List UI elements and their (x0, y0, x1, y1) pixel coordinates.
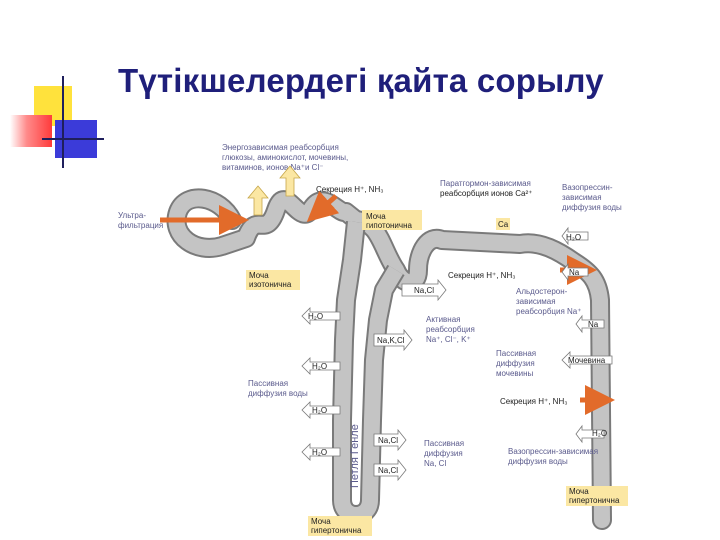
vasopressin-top-label-1: Вазопрессин- (562, 183, 613, 192)
urine-hypotonic-box (362, 210, 422, 230)
secretion-mid-label: Секреция H⁺, NH₃ (448, 271, 516, 280)
h2o-left-4-label: H₂O (312, 448, 327, 457)
energy-reab-label-3: витаминов, ионов Na⁺и Cl⁻ (222, 163, 323, 172)
active-reab-label-1: Активная (426, 315, 461, 324)
na-right-1-arrow (561, 262, 589, 282)
passive-diff-label-1: Пассивная (424, 439, 464, 448)
aldosterone-label-1: Альдостерон- (516, 287, 568, 296)
urine-hypertonic-bottom-box (308, 516, 372, 536)
h2o-left-3-label: H₂O (312, 406, 327, 415)
na-right-2-arrow (575, 314, 605, 334)
passive-diff-label-3: Na, Cl (424, 459, 446, 468)
urine-hypotonic-label-2: гипотонична (366, 221, 412, 230)
h2o-left-2-label: H₂O (312, 362, 327, 371)
parathormone-label-2: реабсорбция ионов Ca²⁺ (440, 189, 532, 198)
passive-urea-label-1: Пассивная (496, 349, 536, 358)
urine-isotonic-label-2: изотонична (249, 280, 292, 289)
vasopressin-top-label-2: зависимая (562, 193, 602, 202)
active-reab-label-2: реабсорбция (426, 325, 475, 334)
reab-up-arrow-1 (247, 185, 269, 216)
h2o-left-1-arrow (301, 307, 341, 325)
nacl-loop-1-label: Na,Cl (378, 436, 398, 445)
nacl-loop-1-arrow (373, 428, 407, 452)
deco-red-square (10, 115, 52, 147)
passive-water-label-2: диффузия воды (248, 389, 308, 398)
energy-reab-label-2: глюкозы, аминокислот, мочевины, (222, 153, 348, 162)
reab-up-arrow-2 (279, 165, 301, 197)
vasopressin-top-label-3: диффузия воды (562, 203, 622, 212)
secretion-top-arrow (306, 190, 340, 222)
na-right-2-label: Na (588, 320, 599, 329)
h2o-right-bottom-arrow (575, 424, 605, 444)
h2o-left-4-arrow (301, 443, 341, 461)
urine-hypertonic-bottom-label-2: гипертонична (311, 526, 362, 535)
nacl-loop-2-label: Na,Cl (378, 466, 398, 475)
vasopressin-bottom-label-1: Вазопрессин-зависимая (508, 447, 598, 456)
h2o-top-right-arrow (561, 226, 589, 246)
nacl-mid-label: Na,Cl (414, 286, 434, 295)
h2o-left-2-arrow (301, 357, 341, 375)
h2o-left-3-arrow (301, 401, 341, 419)
ultrafiltration-label-1: Ультра- (118, 211, 146, 220)
secretion-top-label: Секреция H⁺, NH₃ (316, 185, 384, 194)
urine-isotonic-box (246, 270, 300, 290)
passive-urea-label-2: диффузия (496, 359, 535, 368)
urine-hypertonic-right-box (566, 486, 628, 506)
h2o-right-bottom-label: H₂O (592, 429, 607, 438)
urine-hypertonic-right-label-2: гипертонична (569, 496, 620, 505)
h2o-left-1-label: H₂O (308, 312, 323, 321)
vasopressin-bottom-label-2: диффузия воды (508, 457, 568, 466)
urine-hypotonic-label-1: Моча (366, 212, 386, 221)
na-right-1-label: Na (569, 268, 580, 277)
urine-hypertonic-bottom-label-1: Моча (311, 517, 331, 526)
urine-isotonic-label-1: Моча (249, 271, 269, 280)
passive-diff-label-2: диффузия (424, 449, 463, 458)
h2o-top-right-label: H₂O (566, 233, 581, 242)
secretion-bottom-label: Секреция H⁺, NH₃ (500, 397, 568, 406)
aldosterone-label-3: реабсорбция Na⁺ (516, 307, 581, 316)
passive-urea-label-3: мочевины (496, 369, 534, 378)
urine-hypertonic-right-label-1: Моча (569, 487, 589, 496)
nacl-mid-arrow (401, 278, 447, 302)
deco-vertical-line (62, 76, 64, 168)
passive-water-label-1: Пассивная (248, 379, 288, 388)
page-title: Түтікшелердегі қайта сорылу (118, 62, 604, 99)
nakcl-label: Na,K,Cl (377, 336, 405, 345)
ca-box (496, 218, 510, 230)
urea-arrow (561, 351, 613, 369)
loop-henle-label: Петля Генле (349, 424, 361, 488)
urea-label: Мочевина (568, 356, 606, 365)
nacl-loop-2-arrow (373, 458, 407, 482)
parathormone-label-1: Паратгормон-зависимая (440, 179, 531, 188)
aldosterone-label-2: зависимая (516, 297, 556, 306)
deco-horizontal-line (42, 138, 104, 140)
ca-label: Ca (498, 220, 509, 229)
nakcl-arrow (373, 328, 413, 352)
ultrafiltration-label-2: фильтрация (118, 221, 163, 230)
energy-reab-label-1: Энергозависимая реабсорбция (222, 143, 339, 152)
active-reab-label-3: Na⁺, Cl⁻, K⁺ (426, 335, 471, 344)
